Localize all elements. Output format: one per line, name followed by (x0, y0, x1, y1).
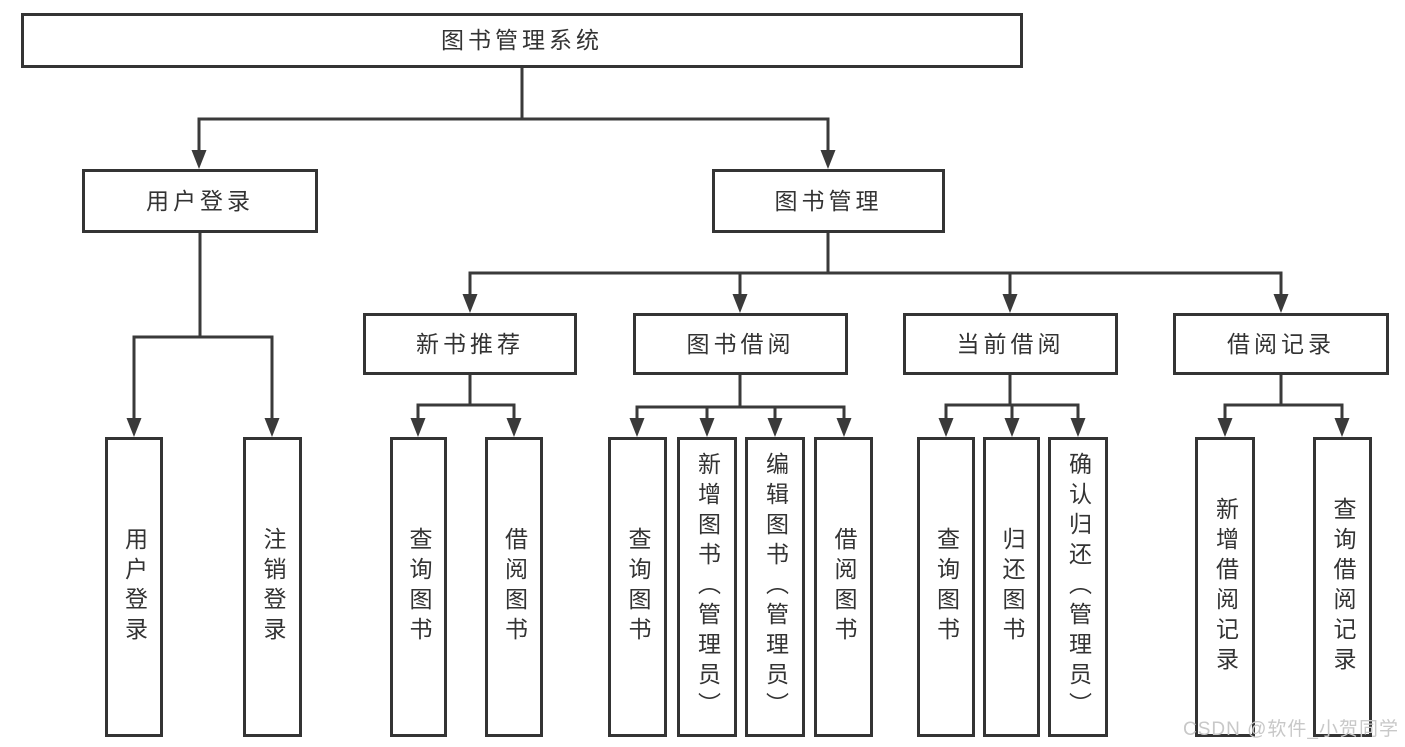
node-label: 确认归还（管理员） (1065, 452, 1092, 722)
arrowhead (506, 418, 522, 437)
node-label: 查询图书 (625, 527, 651, 647)
leaf-record-add: 新增借阅记录 (1195, 437, 1255, 737)
node-label: 图书借阅 (686, 330, 795, 357)
arrowhead (767, 418, 783, 437)
arrowhead (1334, 418, 1350, 437)
node-label: 查询图书 (933, 527, 960, 647)
leaf-current-query-book: 查询图书 (917, 437, 975, 737)
arrowhead (1070, 418, 1086, 437)
node-label: 新书推荐 (416, 330, 524, 357)
arrowhead (820, 150, 836, 169)
arrowhead (836, 418, 852, 437)
node-label: 借阅记录 (1227, 330, 1335, 357)
edge-borrow-record-group (1217, 375, 1350, 437)
arrowhead (1004, 418, 1020, 437)
node-new-book-recommend: 新书推荐 (363, 313, 577, 375)
arrowhead (410, 418, 426, 437)
node-label: 查询图书 (406, 527, 432, 647)
leaf-borrow-query-book: 查询图书 (608, 437, 667, 737)
node-label: 新增图书（管理员） (694, 452, 721, 722)
node-root: 图书管理系统 (21, 13, 1023, 68)
node-book-mgmt: 图书管理 (712, 169, 945, 233)
node-label: 用户登录 (121, 527, 148, 647)
node-user-login: 用户登录 (82, 169, 318, 233)
edge-book-borrow-group (629, 375, 852, 437)
node-label: 图书管理系统 (441, 27, 603, 53)
arrowhead (699, 418, 715, 437)
node-label: 用户登录 (146, 187, 254, 214)
node-label: 借阅图书 (501, 527, 528, 647)
leaf-user-login: 用户登录 (105, 437, 163, 737)
arrowhead (1217, 418, 1233, 437)
leaf-borrow-edit-book-admin: 编辑图书（管理员） (745, 437, 805, 737)
arrowhead (938, 418, 954, 437)
arrowhead (264, 418, 280, 437)
node-current-borrow: 当前借阅 (903, 313, 1118, 375)
arrowhead (462, 294, 478, 313)
leaf-new-book-borrow: 借阅图书 (485, 437, 543, 737)
edge-root-to-level2 (191, 68, 836, 169)
node-label: 注销登录 (260, 527, 286, 647)
csdn-watermark: CSDN @软件_小贺同学 (1183, 719, 1399, 740)
arrowhead (1273, 294, 1289, 313)
leaf-current-confirm-return-admin: 确认归还（管理员） (1048, 437, 1108, 737)
node-label: 查询借阅记录 (1330, 497, 1356, 677)
edge-user-login-group (126, 233, 280, 437)
edge-current-borrow-group (938, 375, 1086, 437)
node-label: 新增借阅记录 (1212, 497, 1239, 677)
node-label: 归还图书 (999, 527, 1025, 647)
node-label: 当前借阅 (956, 330, 1065, 357)
arrowhead (732, 294, 748, 313)
arrowhead (191, 150, 207, 169)
node-book-borrow: 图书借阅 (633, 313, 848, 375)
leaf-new-book-query: 查询图书 (390, 437, 447, 737)
arrowhead (1002, 294, 1018, 313)
leaf-borrow-borrow-book: 借阅图书 (814, 437, 873, 737)
arrowhead (126, 418, 142, 437)
node-label: 编辑图书（管理员） (762, 452, 789, 722)
leaf-logout-login: 注销登录 (243, 437, 302, 737)
arrowhead (629, 418, 645, 437)
edge-book-mgmt-to-level3 (462, 233, 1289, 313)
edge-new-book-group (410, 375, 522, 437)
node-label: 图书管理 (774, 187, 883, 214)
node-borrow-record: 借阅记录 (1173, 313, 1389, 375)
leaf-current-return-book: 归还图书 (983, 437, 1040, 737)
node-label: 借阅图书 (831, 527, 857, 647)
leaf-record-query: 查询借阅记录 (1313, 437, 1372, 737)
leaf-borrow-add-book-admin: 新增图书（管理员） (677, 437, 737, 737)
